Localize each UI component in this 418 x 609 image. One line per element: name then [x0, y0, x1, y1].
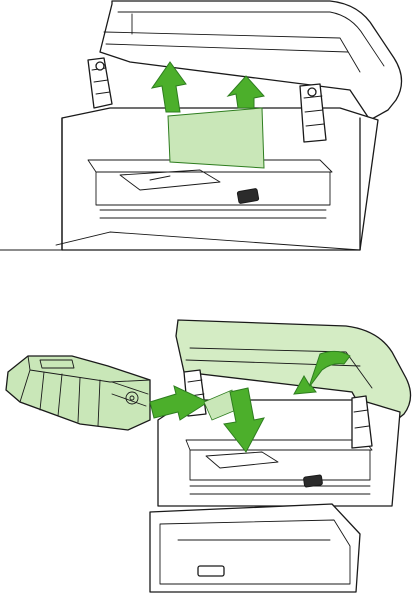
panel-remove-jammed-paper — [0, 1, 402, 250]
panel-reinsert-cartridge — [6, 320, 411, 592]
up-arrow-right — [228, 76, 264, 108]
jammed-paper — [168, 108, 264, 168]
left-hinge — [88, 58, 112, 108]
up-arrow-left — [152, 62, 186, 112]
right-hinge — [300, 84, 326, 142]
control-button-2 — [303, 475, 322, 487]
print-cartridge — [6, 356, 150, 430]
